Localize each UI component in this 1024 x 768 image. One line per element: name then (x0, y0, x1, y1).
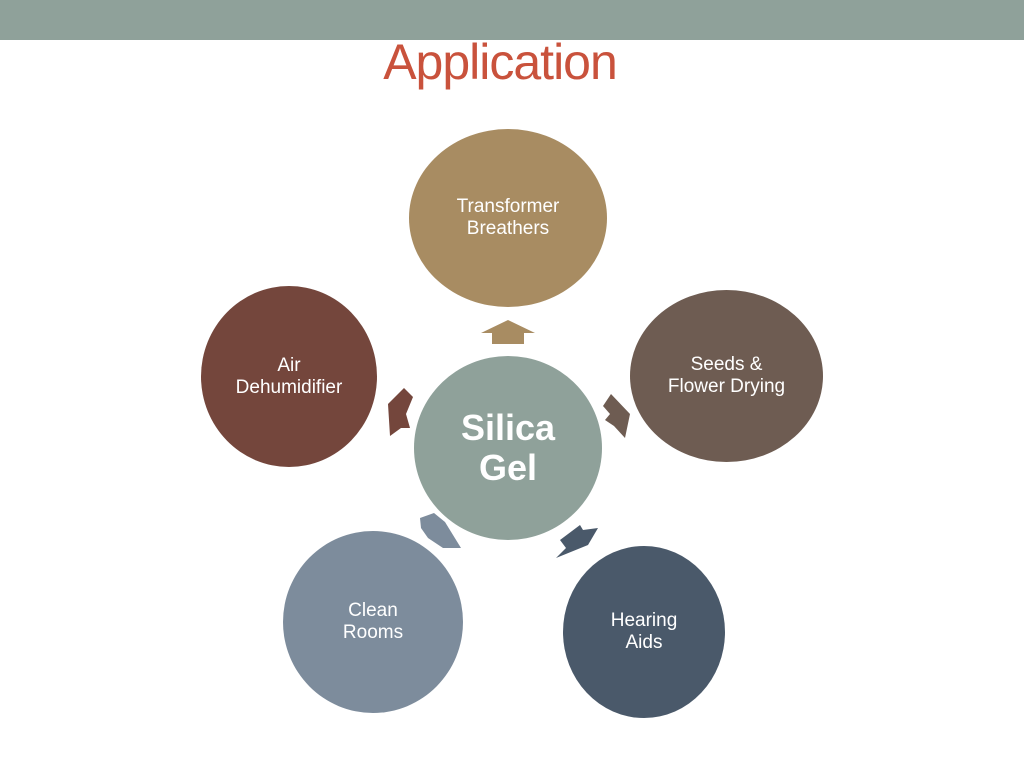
node-label: Seeds & Flower Drying (667, 354, 786, 397)
arrow-to-transformer (481, 320, 535, 344)
arrow-to-hearing (556, 525, 598, 558)
arrow-to-clean (420, 513, 461, 548)
top-banner (0, 0, 1024, 40)
hub-label: Silica Gel (460, 407, 556, 488)
node-label: Air Dehumidifier (235, 354, 343, 398)
node-seeds-flower-drying: Seeds & Flower Drying (630, 290, 823, 462)
node-air-dehumidifier: Air Dehumidifier (201, 286, 377, 467)
node-label: Transformer Breathers (456, 196, 560, 239)
hub-silica-gel: Silica Gel (414, 356, 602, 540)
slide-title: Application (383, 34, 618, 90)
node-label: Hearing Aids (610, 610, 678, 653)
node-label: Clean Rooms (342, 600, 404, 643)
node-transformer-breathers: Transformer Breathers (409, 129, 607, 307)
node-clean-rooms: Clean Rooms (283, 531, 463, 713)
arrow-to-seeds (603, 394, 630, 438)
node-hearing-aids: Hearing Aids (563, 546, 725, 718)
arrow-to-air (388, 388, 413, 436)
